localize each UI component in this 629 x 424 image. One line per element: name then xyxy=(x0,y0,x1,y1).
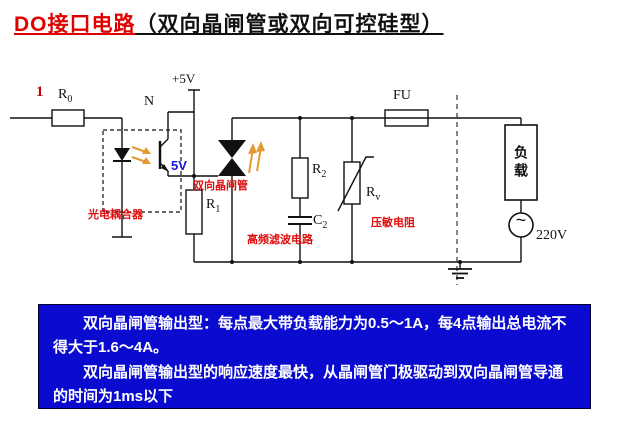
label-optocoupler: 光电耦合器 xyxy=(88,209,143,221)
info-paragraph-2: 双向晶闸管输出型的响应速度最快，从晶闸管门极驱动到双向晶闸管导通的时间为1ms以… xyxy=(53,363,564,405)
light-arrows-icon xyxy=(131,146,151,164)
page-title: DO接口电路（双向晶闸管或双向可控硅型） xyxy=(14,8,444,38)
label-n: N xyxy=(144,94,155,109)
label-varistor: 压敏电阻 xyxy=(371,217,415,229)
resistor-r2 xyxy=(291,157,309,199)
info-box: 双向晶闸管输出型：每点最大带负载能力为0.5～1A，每4点输出总电流不得大于1.… xyxy=(38,304,591,409)
label-triac: 双向晶闸管 xyxy=(193,180,248,192)
ac-source-tilde: ~ xyxy=(515,210,527,230)
load-box xyxy=(504,124,538,201)
triac-symbol xyxy=(218,140,246,176)
label-220v: 220V xyxy=(536,228,568,243)
title-rest: （双向晶闸管或双向可控硅型） xyxy=(135,13,444,36)
label-r1: R1 xyxy=(206,197,221,215)
resistor-r0 xyxy=(51,109,85,127)
optocoupler-box xyxy=(102,129,182,213)
phototransistor-icon xyxy=(158,141,169,172)
junction-dots xyxy=(192,116,462,264)
fuse-box xyxy=(384,109,429,127)
ground-symbol xyxy=(448,268,472,279)
current-direction-arrows xyxy=(248,141,265,174)
varistor-symbol xyxy=(337,156,374,212)
led-icon xyxy=(113,148,131,162)
capacitor-c2 xyxy=(288,216,312,225)
info-paragraph-1: 双向晶闸管输出型：每点最大带负载能力为0.5～1A，每4点输出总电流不得大于1.… xyxy=(53,315,567,357)
point-marker-1: 1 xyxy=(36,84,44,100)
label-r2: R2 xyxy=(312,162,327,180)
circuit-diagram xyxy=(10,89,538,285)
title-highlight: DO接口电路 xyxy=(14,13,136,36)
label-filter: 高频滤波电路 xyxy=(247,234,313,246)
ac-source xyxy=(508,212,534,238)
label-5v: 5V xyxy=(171,158,187,173)
label-load: 负载 xyxy=(513,144,529,181)
label-r0: R0 xyxy=(58,87,73,105)
resistor-r1 xyxy=(185,189,203,235)
label-rv: Rv xyxy=(366,185,381,203)
label-fuse: FU xyxy=(393,88,411,103)
label-vcc: +5V xyxy=(172,71,196,86)
label-c2: C2 xyxy=(313,213,328,231)
